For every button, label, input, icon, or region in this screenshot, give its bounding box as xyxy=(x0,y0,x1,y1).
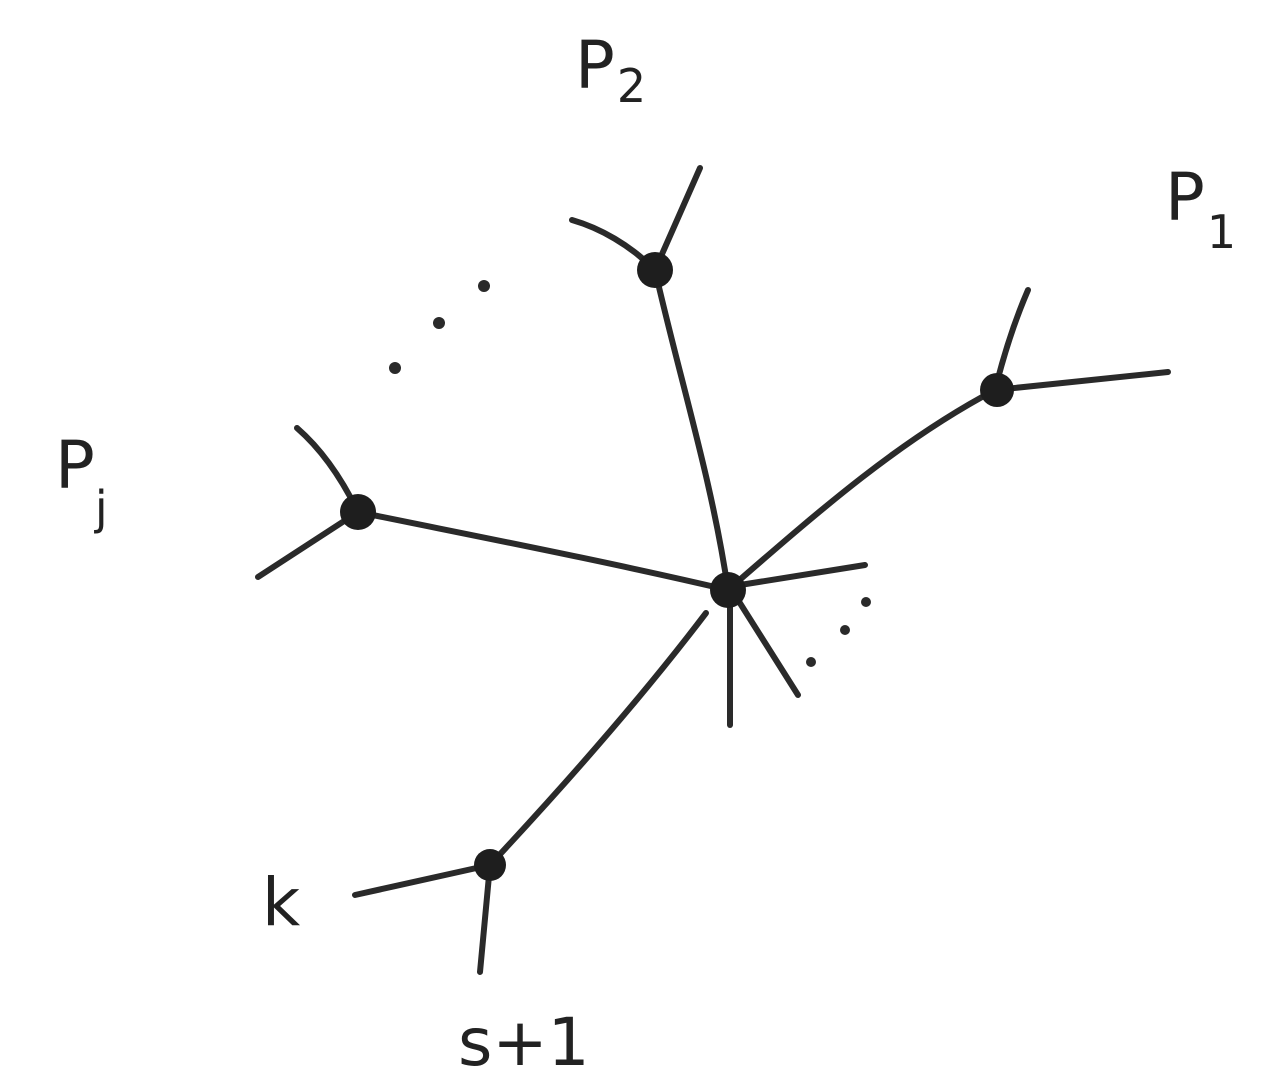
edge-center-to-k xyxy=(487,610,709,868)
edge-center-to-pj xyxy=(355,509,731,593)
label-k: k xyxy=(262,864,301,941)
ellipsis-dot-upper-2 xyxy=(433,317,445,329)
edge-center-downright xyxy=(735,597,801,698)
label-p2: P2 xyxy=(575,27,646,113)
ellipsis-dot-lower-1 xyxy=(861,597,871,607)
edge-pj-down-leaf xyxy=(255,509,361,580)
ellipsis-dot-upper-3 xyxy=(389,362,401,374)
label-pj: Pj xyxy=(55,427,108,535)
edge-p1-right-leaf xyxy=(992,369,1171,393)
ellipsis-dot-upper-1 xyxy=(478,280,490,292)
ellipsis-dot-lower-3 xyxy=(806,657,816,667)
node-p1 xyxy=(980,373,1014,407)
edge-center-to-p1 xyxy=(725,387,998,593)
ellipsis-dot-lower-2 xyxy=(840,625,850,635)
node-center xyxy=(710,572,746,608)
edge-p2-up-leaf xyxy=(652,165,703,273)
edge-center-to-p2 xyxy=(652,267,731,593)
node-p2 xyxy=(637,252,673,288)
edge-center-right xyxy=(737,562,868,588)
label-s-plus-1: s+1 xyxy=(458,1004,590,1080)
edge-k-left-leaf xyxy=(352,862,493,898)
node-k xyxy=(474,849,506,881)
node-pj xyxy=(340,494,376,530)
edge-k-down-leaf xyxy=(477,862,493,975)
label-p1: P1 xyxy=(1165,159,1236,259)
